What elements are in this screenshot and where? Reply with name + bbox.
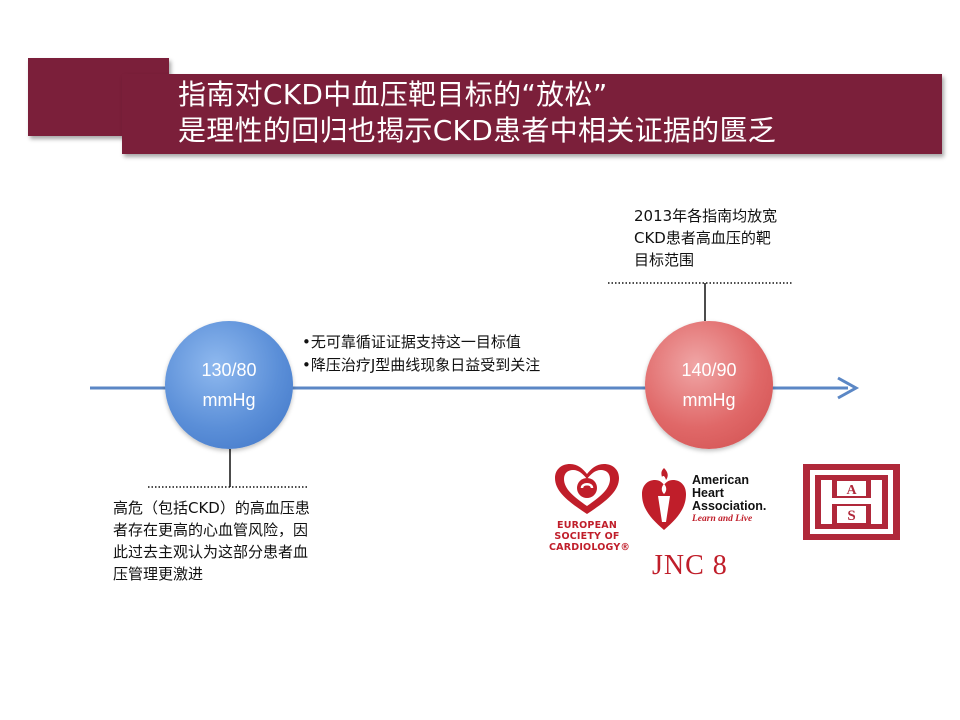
esc-line-1: EUROPEAN xyxy=(557,520,617,531)
bottom-note-line-4: 压管理更激进 xyxy=(113,565,204,583)
jnc8-logo: JNC 8 xyxy=(652,550,728,581)
ash-logo-mark: A S xyxy=(810,470,893,534)
esc-line-3: CARDIOLOGY® xyxy=(549,542,631,553)
aha-heart-torch-icon xyxy=(642,468,686,530)
title-banner xyxy=(122,74,942,154)
top-note-line-3: 目标范围 xyxy=(634,251,695,269)
esc-line-2: SOCIETY OF xyxy=(554,531,620,542)
guideline-2013-note: 2013年各指南均放宽 CKD患者高血压的靶 目标范围 xyxy=(634,205,834,271)
svg-text:A: A xyxy=(846,483,857,498)
svg-text:S: S xyxy=(847,508,855,524)
bottom-note-line-1: 高危（包括CKD）的高血压患 xyxy=(113,499,310,517)
target-130-80-value: 130/80 xyxy=(201,360,257,380)
title-line-2: 是理性的回归也揭示CKD患者中相关证据的匮乏 xyxy=(178,114,777,147)
target-130-80-unit: mmHg xyxy=(202,390,256,410)
aha-tagline: Learn and Live xyxy=(692,514,753,524)
target-140-90-unit: mmHg xyxy=(682,390,736,410)
high-risk-note: 高危（包括CKD）的高血压患 者存在更高的心血管风险，因 此过去主观认为这部分患… xyxy=(113,497,373,585)
target-130-80-node: 130/80 mmHg xyxy=(165,321,293,449)
target-140-90-value: 140/90 xyxy=(681,360,737,380)
aha-logo: American Heart Association. Learn and Li… xyxy=(640,466,785,536)
aha-line-3: Association. xyxy=(692,499,767,513)
aha-line-2: Heart xyxy=(692,486,724,500)
bottom-note-line-3: 此过去主观认为这部分患者血 xyxy=(113,543,309,561)
slide-title: 指南对CKD中血压靶目标的“放松” 是理性的回归也揭示CKD患者中相关证据的匮乏 xyxy=(178,77,938,149)
target-140-90-node: 140/90 mmHg xyxy=(645,321,773,449)
title-line-1: 指南对CKD中血压靶目标的“放松” xyxy=(178,78,608,111)
ash-logo: A S xyxy=(803,464,900,540)
timeline-arrow-head xyxy=(837,376,860,400)
top-note-line-1: 2013年各指南均放宽 xyxy=(634,207,778,225)
aha-line-1: American xyxy=(692,473,749,487)
bottom-note-line-2: 者存在更高的心血管风险，因 xyxy=(113,521,309,539)
bullet-1: •无可靠循证证据支持这一目标值 xyxy=(302,333,521,351)
evidence-bullets: •无可靠循证证据支持这一目标值 •降压治疗J型曲线现象日益受到关注 xyxy=(302,331,540,377)
esc-logo: EUROPEAN SOCIETY OF CARDIOLOGY® xyxy=(549,462,631,553)
aha-wordmark: American Heart Association. Learn and Li… xyxy=(692,474,766,526)
top-note-line-2: CKD患者高血压的靶 xyxy=(634,229,771,247)
esc-wordmark: EUROPEAN SOCIETY OF CARDIOLOGY® xyxy=(549,520,631,553)
bullet-2: •降压治疗J型曲线现象日益受到关注 xyxy=(302,356,541,374)
esc-heart-icon xyxy=(555,464,619,514)
